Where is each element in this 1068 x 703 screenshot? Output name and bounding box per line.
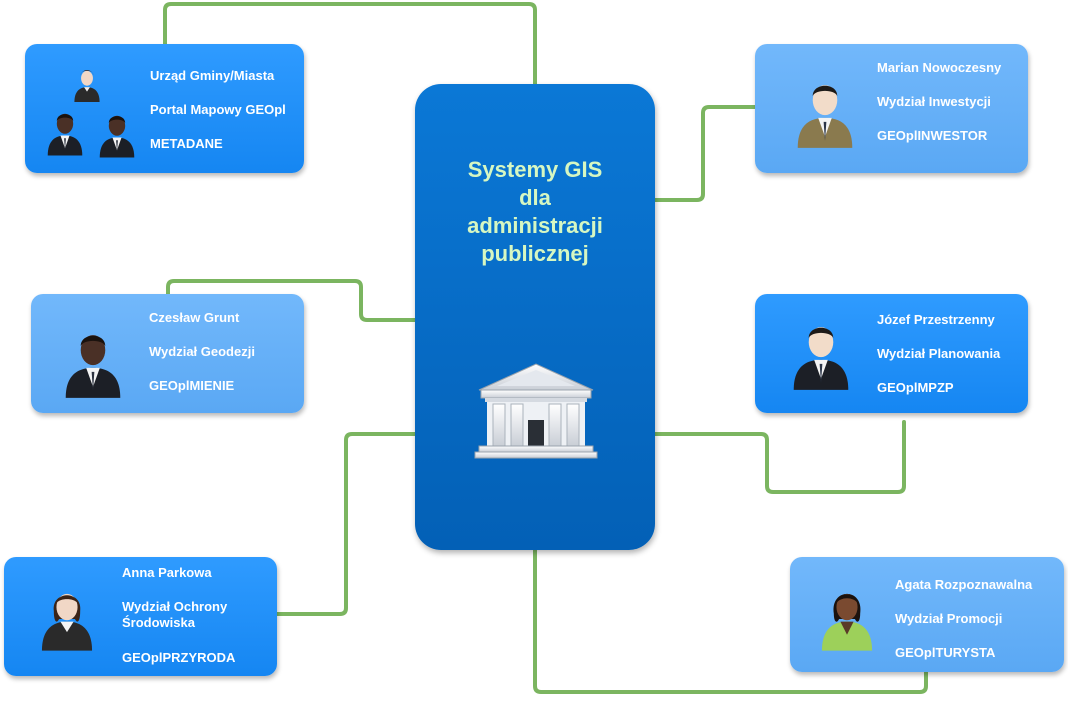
center-node: Systemy GIS dla administracji publicznej <box>415 84 655 550</box>
node-line-3: GEOplPRZYRODA <box>122 650 236 665</box>
person-icon <box>99 115 135 158</box>
person-icon <box>821 593 873 651</box>
connector-gmina <box>163 2 537 86</box>
node-line-2: Wydział Planowania <box>877 346 1001 361</box>
node-anna-parkowa: Anna Parkowa Wydział Ochrony Środowiska … <box>4 557 277 676</box>
center-title-line: Systemy GIS <box>467 157 603 182</box>
node-czeslaw-grunt: Czesław Grunt Wydział Geodezji GEOplMIEN… <box>31 294 304 413</box>
node-line-1: Marian Nowoczesny <box>877 60 1002 75</box>
node-line-1: Czesław Grunt <box>149 310 240 325</box>
person-icon <box>797 85 853 148</box>
connector-planning <box>653 420 906 494</box>
node-line-2: Portal Mapowy GEOpl <box>150 102 286 117</box>
connector-investor <box>653 105 757 202</box>
node-line-1: Urząd Gminy/Miasta <box>150 68 275 83</box>
node-line-2: Wydział Inwestycji <box>877 94 991 109</box>
node-line-3: GEOplMPZP <box>877 380 954 395</box>
person-icon <box>47 113 83 156</box>
node-jozef-przestrzenny: Józef Przestrzenny Wydział Planowania GE… <box>755 294 1028 413</box>
connector-promotion <box>533 548 928 694</box>
node-line-3: GEOplINWESTOR <box>877 128 988 143</box>
person-icon <box>65 335 121 398</box>
node-urzad-gminy: Urząd Gminy/Miasta Portal Mapowy GEOpl M… <box>25 44 304 173</box>
center-title-line: administracji <box>467 213 603 238</box>
connector-environment <box>275 432 417 616</box>
node-line-2: Wydział Ochrony Środowiska <box>122 599 228 630</box>
node-line-3: METADANE <box>150 136 223 151</box>
center-title-line: dla <box>519 185 551 210</box>
government-building-icon <box>474 363 598 459</box>
center-title: Systemy GIS dla administracji publicznej <box>435 156 635 268</box>
node-line-1: Józef Przestrzenny <box>877 312 995 327</box>
node-line-3: GEOplMIENIE <box>149 378 235 393</box>
node-line-3: GEOplTURYSTA <box>895 645 996 660</box>
node-line-2: Wydział Geodezji <box>149 344 255 359</box>
person-icon <box>793 327 849 390</box>
node-line-1: Anna Parkowa <box>122 565 212 580</box>
person-icon <box>74 70 100 102</box>
center-title-line: publicznej <box>481 241 589 266</box>
node-line-1: Agata Rozpoznawalna <box>895 577 1033 592</box>
node-agata-rozpoznawalna: Agata Rozpoznawalna Wydział Promocji GEO… <box>790 557 1064 672</box>
person-icon <box>41 593 93 651</box>
connector-geodesy <box>166 279 417 322</box>
node-line-2: Wydział Promocji <box>895 611 1003 626</box>
node-marian-nowoczesny: Marian Nowoczesny Wydział Inwestycji GEO… <box>755 44 1028 173</box>
